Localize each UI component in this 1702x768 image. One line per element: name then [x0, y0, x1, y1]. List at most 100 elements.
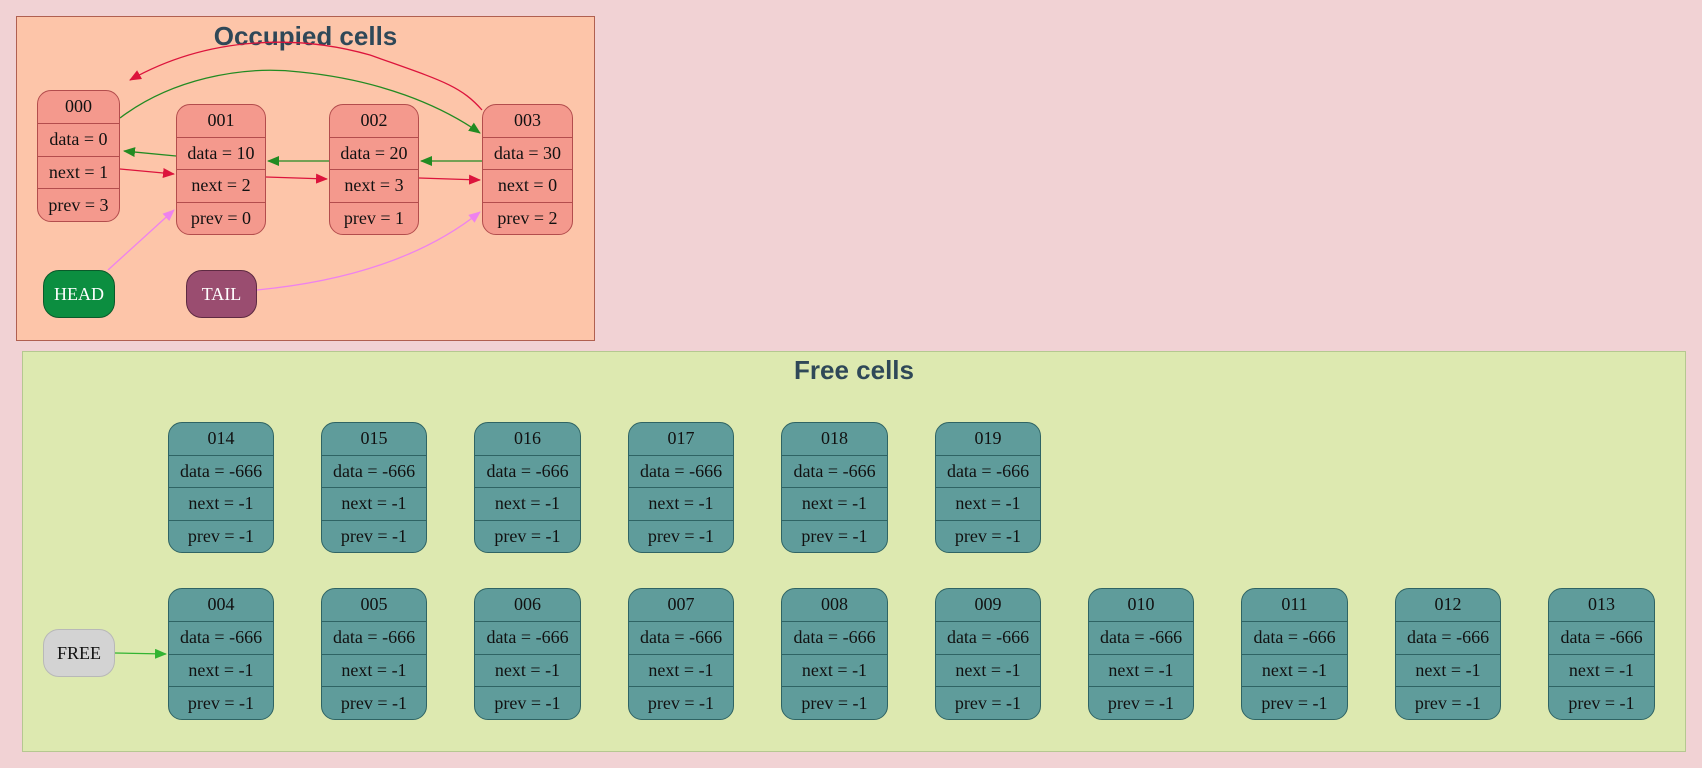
cell-node-009[interactable]: 009 data = -666 next = -1 prev = -1 — [935, 588, 1041, 720]
cell-id: 013 — [1588, 594, 1615, 615]
cell-prev: prev = 0 — [177, 201, 265, 235]
cell-next: next = -1 — [322, 487, 426, 520]
cell-prev: prev = 3 — [38, 188, 119, 221]
cell-prev: prev = -1 — [936, 519, 1040, 553]
cell-next: next = -1 — [475, 487, 580, 520]
cell-prev: prev = -1 — [169, 686, 273, 719]
cell-data: data = -666 — [1549, 620, 1654, 654]
cell-id: 009 — [974, 594, 1002, 615]
cell-node-016[interactable]: 016 data = -666 next = -1 prev = -1 — [474, 422, 581, 553]
cell-id: 012 — [1434, 594, 1462, 615]
cell-node-011[interactable]: 011 data = -666 next = -1 prev = -1 — [1241, 588, 1348, 720]
cell-next: next = -1 — [629, 653, 733, 687]
cell-next: next = 2 — [177, 169, 265, 202]
edge-next-001-to-002 — [265, 173, 328, 184]
cell-prev: prev = -1 — [629, 686, 733, 719]
edge-prev-000-to-003 — [119, 69, 481, 134]
cell-data: data = -666 — [322, 454, 426, 488]
cell-data: data = -666 — [475, 454, 580, 488]
cell-next: next = -1 — [936, 653, 1040, 687]
cell-data: data = -666 — [782, 454, 887, 488]
edge-next-003-to-000 — [129, 41, 483, 111]
cell-node-004[interactable]: 004 data = -666 next = -1 prev = -1 — [168, 588, 274, 720]
cell-id: 007 — [667, 594, 695, 615]
cell-data: data = -666 — [936, 620, 1040, 654]
cell-id: 001 — [207, 110, 235, 131]
cell-node-013[interactable]: 013 data = -666 next = -1 prev = -1 — [1548, 588, 1655, 720]
cell-id: 003 — [514, 110, 541, 131]
cell-next: next = 0 — [483, 169, 572, 202]
cell-node-008[interactable]: 008 data = -666 next = -1 prev = -1 — [781, 588, 888, 720]
cell-node-000[interactable]: 000 data = 0 next = 1 prev = 3 — [37, 90, 120, 222]
cell-node-006[interactable]: 006 data = -666 next = -1 prev = -1 — [474, 588, 581, 720]
cell-data: data = -666 — [1242, 620, 1347, 654]
cell-next: next = -1 — [782, 653, 887, 687]
cell-next: next = -1 — [1396, 653, 1500, 687]
cell-data: data = 10 — [177, 136, 265, 170]
cell-next: next = -1 — [169, 487, 273, 520]
cell-data: data = -666 — [322, 620, 426, 654]
free-pointer-node[interactable]: FREE — [43, 629, 115, 677]
cell-prev: prev = -1 — [322, 519, 426, 553]
cell-node-007[interactable]: 007 data = -666 next = -1 prev = -1 — [628, 588, 734, 720]
cell-data: data = -666 — [169, 454, 273, 488]
edge-pointer-head-to-001 — [107, 209, 175, 271]
cell-node-001[interactable]: 001 data = 10 next = 2 prev = 0 — [176, 104, 266, 235]
cell-data: data = 0 — [38, 122, 119, 156]
cell-prev: prev = -1 — [475, 686, 580, 719]
cell-node-005[interactable]: 005 data = -666 next = -1 prev = -1 — [321, 588, 427, 720]
cell-node-010[interactable]: 010 data = -666 next = -1 prev = -1 — [1088, 588, 1194, 720]
edge-prev-001-to-000 — [123, 147, 177, 158]
cell-node-002[interactable]: 002 data = 20 next = 3 prev = 1 — [329, 104, 419, 235]
cell-id: 004 — [207, 594, 235, 615]
cell-next: next = -1 — [629, 487, 733, 520]
cell-prev: prev = -1 — [322, 686, 426, 719]
cell-id: 000 — [65, 96, 92, 117]
cell-prev: prev = -1 — [782, 519, 887, 553]
cell-node-012[interactable]: 012 data = -666 next = -1 prev = -1 — [1395, 588, 1501, 720]
free-cells-title: Free cells — [794, 355, 914, 385]
cell-data: data = -666 — [475, 620, 580, 654]
cell-id: 019 — [974, 428, 1002, 449]
cell-node-017[interactable]: 017 data = -666 next = -1 prev = -1 — [628, 422, 734, 553]
cell-prev: prev = -1 — [936, 686, 1040, 719]
cell-prev: prev = -1 — [1396, 686, 1500, 719]
cell-id: 010 — [1127, 594, 1155, 615]
cell-next: next = -1 — [1549, 653, 1654, 687]
tail-pointer-node[interactable]: TAIL — [186, 270, 257, 318]
head-pointer-node[interactable]: HEAD — [43, 270, 115, 318]
cell-node-019[interactable]: 019 data = -666 next = -1 prev = -1 — [935, 422, 1041, 553]
cell-id: 008 — [821, 594, 848, 615]
cell-node-015[interactable]: 015 data = -666 next = -1 prev = -1 — [321, 422, 427, 553]
cell-node-014[interactable]: 014 data = -666 next = -1 prev = -1 — [168, 422, 274, 553]
cell-id: 016 — [514, 428, 541, 449]
cell-prev: prev = 1 — [330, 201, 418, 235]
edge-next-002-to-003 — [418, 174, 481, 185]
cell-next: next = 3 — [330, 169, 418, 202]
cell-node-003[interactable]: 003 data = 30 next = 0 prev = 2 — [482, 104, 573, 235]
edge-pointer-tail-to-003 — [256, 211, 481, 291]
edge-free-list-free-to-004 — [114, 648, 167, 659]
cell-prev: prev = -1 — [169, 519, 273, 553]
cell-prev: prev = 2 — [483, 201, 572, 235]
occupied-cells-title: Occupied cells — [213, 21, 398, 51]
cell-next: next = 1 — [38, 155, 119, 189]
cell-id: 018 — [821, 428, 848, 449]
cell-prev: prev = -1 — [629, 519, 733, 553]
cell-prev: prev = -1 — [1242, 686, 1347, 719]
cell-data: data = 30 — [483, 136, 572, 170]
cell-prev: prev = -1 — [1089, 686, 1193, 719]
cell-id: 011 — [1281, 594, 1308, 615]
cell-id: 002 — [360, 110, 388, 131]
cell-id: 014 — [207, 428, 235, 449]
cell-node-018[interactable]: 018 data = -666 next = -1 prev = -1 — [781, 422, 888, 553]
cell-next: next = -1 — [1242, 653, 1347, 687]
cell-data: data = 20 — [330, 136, 418, 170]
cell-next: next = -1 — [169, 653, 273, 687]
cell-data: data = -666 — [169, 620, 273, 654]
cell-id: 015 — [360, 428, 388, 449]
cell-id: 006 — [514, 594, 541, 615]
cell-prev: prev = -1 — [782, 686, 887, 719]
cell-id: 005 — [360, 594, 388, 615]
cell-data: data = -666 — [629, 454, 733, 488]
